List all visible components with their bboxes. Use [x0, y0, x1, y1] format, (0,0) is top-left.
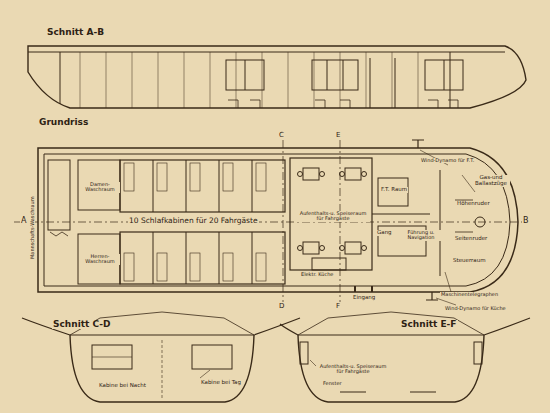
room-label: F.T. Raum [380, 187, 408, 193]
frame-line [418, 52, 419, 108]
callout-label: Aufenthalts-u. Speiseraum für Fahrgäste [316, 364, 390, 375]
frame-line [366, 52, 367, 108]
cabin-wall [219, 160, 220, 212]
bunk [256, 253, 266, 281]
room-label: Herren-Waschraum [80, 254, 120, 265]
callout-label: Maschinentelegraphen [440, 292, 499, 297]
section-letter: F [335, 303, 341, 310]
frame-line [392, 52, 393, 108]
callout-label: Kabine bei Tag [200, 380, 242, 386]
cabin-wall [153, 232, 154, 284]
room-label: Seitenruder [454, 236, 488, 242]
section-title: Schnitt E-F [400, 320, 458, 329]
frame-line [132, 52, 133, 108]
section-letter: D [278, 303, 285, 310]
room-label: Aufenthalts-u. Speiseraum für Fahrgäste [296, 211, 370, 222]
section-title: Schnitt A-B [46, 28, 105, 37]
frame-line [288, 52, 289, 108]
section-title: Grundriss [38, 118, 89, 127]
callout-label: Kabine bei Nacht [98, 383, 147, 389]
callout-label: Wind-Dynamo für Küche [444, 306, 507, 311]
room-label: Mannschafts-Waschraum [30, 195, 35, 260]
section-title: Schnitt C-D [52, 320, 111, 329]
bunk [190, 163, 200, 191]
callout-label: Gas-und Ballastzüge [472, 175, 510, 187]
cabin-wall [219, 232, 220, 284]
frame-line [184, 52, 185, 108]
frame-line [80, 52, 81, 108]
bunk [124, 163, 134, 191]
room-label: Führung u. Navigation [400, 230, 442, 241]
cabin-wall [186, 232, 187, 284]
room-label: Damen-Waschraum [80, 182, 120, 193]
cabin-wall [252, 160, 253, 212]
cross-section-cd [22, 312, 300, 402]
room-label: Elektr. Küche [300, 272, 334, 277]
section-letter: E [335, 132, 341, 139]
callout-label: Wind-Dynamo für F.T. [420, 158, 475, 163]
section-letter: A [20, 217, 27, 225]
bunk [124, 253, 134, 281]
room-label: Steuerraum [452, 258, 487, 264]
bunk [157, 253, 167, 281]
callout-label: Fenster [322, 381, 343, 386]
frame-line [158, 52, 159, 108]
room-label: Gang [376, 230, 393, 236]
room-label: 10 Schlafkabinen für 20 Fahrgäste [128, 217, 259, 225]
room-label: Eingang [352, 295, 376, 301]
bunk [256, 163, 266, 191]
cross-section-ef [280, 312, 530, 402]
bunk [223, 163, 233, 191]
cabin-wall [153, 160, 154, 212]
room-label: Höhenruder [456, 201, 491, 207]
cabin-wall [252, 232, 253, 284]
bunk [157, 163, 167, 191]
frame-line [106, 52, 107, 108]
section-letter: B [522, 217, 530, 225]
floor-plan [14, 140, 530, 305]
cabin-wall [186, 160, 187, 212]
frame-line [210, 52, 211, 108]
bunk [190, 253, 200, 281]
bunk [223, 253, 233, 281]
side-elevation [28, 46, 526, 108]
section-letter: C [278, 132, 285, 139]
